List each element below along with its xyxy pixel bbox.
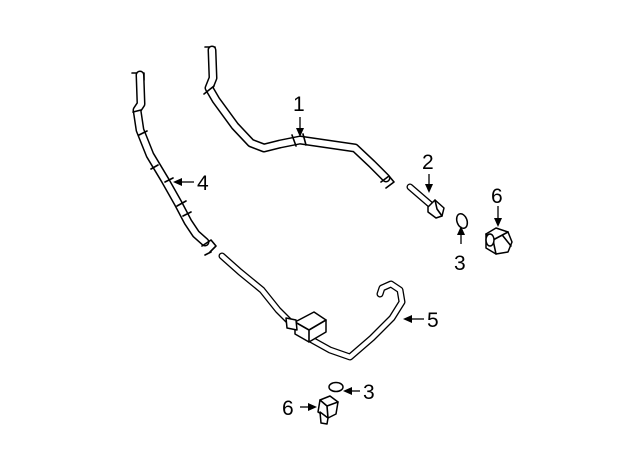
callout-3-lower: 3 (363, 381, 375, 404)
part-2-bolt (406, 183, 445, 219)
part-3-o-ring-lower (328, 381, 344, 393)
part-1-cooler-line (203, 45, 395, 189)
callout-5: 5 (427, 309, 439, 332)
callout-1: 1 (293, 93, 305, 116)
leader-lines (173, 117, 502, 411)
part-5-cooler-line (218, 252, 406, 361)
callout-2: 2 (422, 151, 434, 174)
part-6-fitting-upper (485, 227, 513, 255)
part-3-o-ring-upper (455, 212, 469, 230)
callout-3-upper: 3 (454, 252, 466, 275)
callout-6-upper: 6 (491, 185, 503, 208)
part-6-fitting-lower (317, 395, 339, 425)
part-4-cooler-line (131, 70, 217, 256)
callout-6-lower: 6 (282, 397, 294, 420)
callout-4: 4 (197, 172, 209, 195)
